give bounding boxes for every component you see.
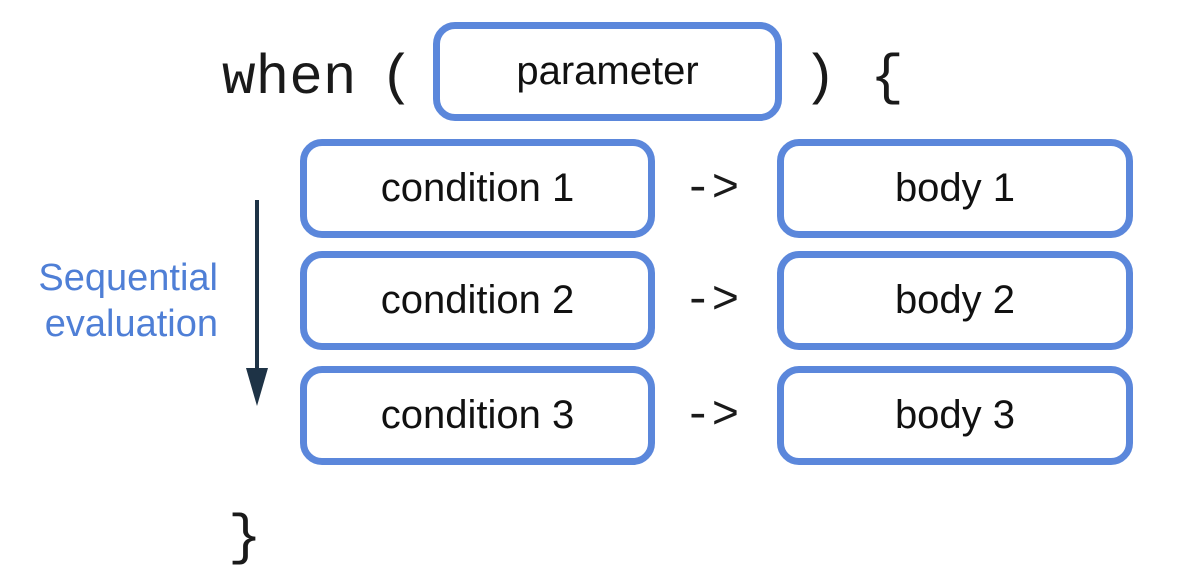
body-label-3: body 3 <box>894 393 1016 437</box>
body-label-2: body 2 <box>894 278 1016 322</box>
sequential-arrow-icon <box>246 200 268 406</box>
arrow-3: -> <box>684 390 740 442</box>
arrow-2: -> <box>684 275 740 327</box>
condition-box-3: condition 3 <box>300 366 655 465</box>
close-brace: } <box>228 506 262 570</box>
body-box-1: body 1 <box>777 139 1133 238</box>
condition-label-2: condition 2 <box>380 278 575 322</box>
body-label-1: body 1 <box>894 166 1016 210</box>
side-label-line2: evaluation <box>44 302 218 345</box>
condition-label-1: condition 1 <box>380 166 575 210</box>
condition-box-2: condition 2 <box>300 251 655 350</box>
condition-box-1: condition 1 <box>300 139 655 238</box>
when-keyword: when <box>222 46 357 110</box>
parameter-box: parameter <box>433 22 782 121</box>
close-paren-open-brace: ) { <box>803 46 904 110</box>
side-label-line1: Sequential <box>38 257 218 299</box>
body-box-2: body 2 <box>777 251 1133 350</box>
arrow-1: -> <box>684 163 740 215</box>
open-paren: ( <box>380 46 414 110</box>
condition-label-3: condition 3 <box>380 393 575 437</box>
parameter-label: parameter <box>516 49 699 93</box>
sequential-evaluation-label: Sequential evaluation <box>38 256 218 347</box>
body-box-3: body 3 <box>777 366 1133 465</box>
